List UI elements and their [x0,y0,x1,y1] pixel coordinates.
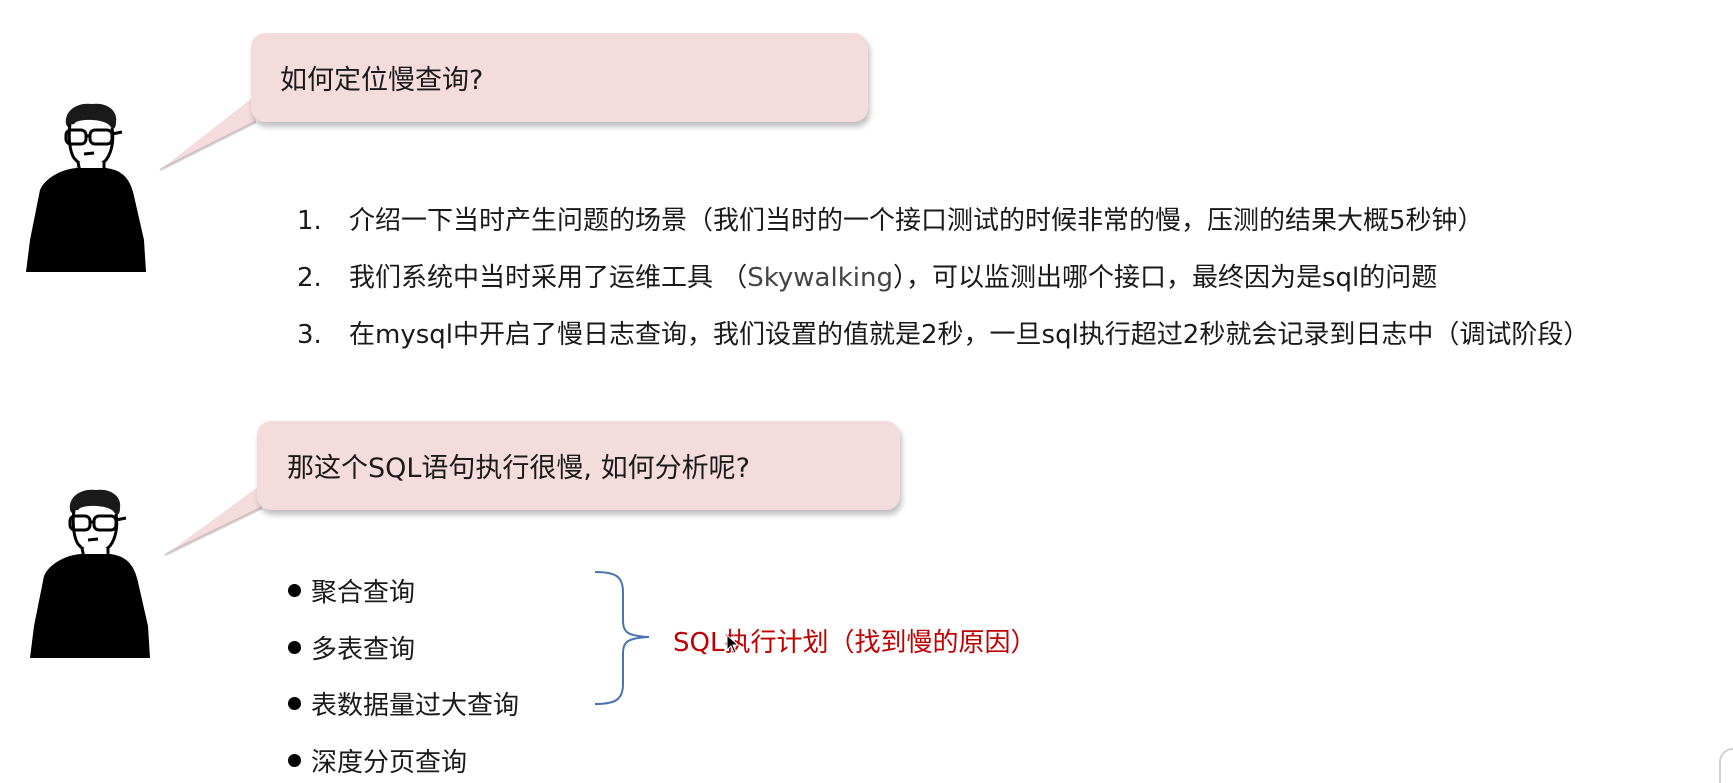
question-bubble-1: 如何定位慢查询? [251,33,868,122]
bullet-dot [288,641,301,654]
bullet-text: 聚合查询 [311,578,416,608]
bullet-text: 多表查询 [311,635,416,665]
bullet-dot [288,754,301,767]
answer-text: 在mysql中开启了慢日志查询，我们设置的值就是2秒，一旦sql执行超过2秒就会… [349,320,1590,350]
scroll-edge-handle[interactable] [1719,748,1733,783]
answer-text: 介绍一下当时产生问题的场景（我们当时的一个接口测试的时候非常的慢，压测的结果大概… [349,206,1484,236]
question-text-1: 如何定位慢查询? [280,65,484,96]
question-text-2: 那这个SQL语句执行很慢, 如何分析呢? [287,453,750,484]
bullet-item-3: 表数据量过大查询 [288,685,519,722]
bullet-item-4: 深度分页查询 [288,742,467,779]
answer-number: 2. [297,263,322,293]
bullet-item-1: 聚合查询 [288,572,415,609]
right-brace [594,571,650,705]
person-with-glasses-icon [26,103,146,272]
tool-name: Skywalking [747,263,893,293]
bullet-dot [288,584,301,597]
bullet-dot [288,697,301,710]
answer-item-1: 1. 介绍一下当时产生问题的场景（我们当时的一个接口测试的时候非常的慢，压测的结果… [297,200,1484,237]
answer-item-2: 2. 我们系统中当时采用了运维工具 （Skywalking），可以监测出哪个接口，… [297,257,1437,294]
bullet-item-2: 多表查询 [288,629,415,666]
answer-number: 1. [297,206,322,236]
bullet-text: 表数据量过大查询 [311,691,520,721]
bullet-text: 深度分页查询 [311,748,468,778]
person-with-glasses-icon [30,489,150,658]
answer-item-3: 3. 在mysql中开启了慢日志查询，我们设置的值就是2秒，一旦sql执行超过2秒… [297,314,1589,351]
answer-number: 3. [297,320,322,350]
answer-text-before: 我们系统中当时采用了运维工具 （ [349,263,748,293]
question-bubble-2: 那这个SQL语句执行很慢, 如何分析呢? [257,421,900,510]
answer-text-after: ），可以监测出哪个接口，最终因为是sql的问题 [892,263,1438,293]
mouse-cursor-icon [726,634,740,654]
